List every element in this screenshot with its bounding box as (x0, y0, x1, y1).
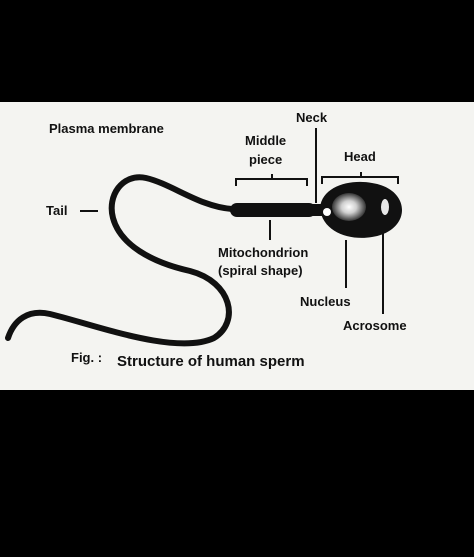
diagram-panel (0, 102, 474, 390)
top-black-band (0, 0, 474, 102)
label-middle-piece-line2: piece (249, 152, 282, 167)
centriole-dot (323, 208, 331, 216)
label-mitochondrion-line1: Mitochondrion (218, 245, 308, 260)
label-head: Head (344, 149, 376, 164)
label-middle-piece-line1: Middle (245, 133, 286, 148)
label-acrosome: Acrosome (343, 318, 407, 333)
label-plasma-membrane: Plasma membrane (49, 121, 164, 136)
head-brace (321, 172, 399, 184)
caption-text: Structure of human sperm (117, 353, 305, 370)
tail-flagellum (5, 174, 235, 347)
middle-piece-brace (235, 174, 308, 186)
label-neck: Neck (296, 110, 328, 125)
label-tail: Tail (46, 203, 67, 218)
caption-prefix: Fig. : (71, 350, 102, 365)
label-mitochondrion-line2: (spiral shape) (218, 263, 303, 278)
acrosome-shape (381, 199, 389, 215)
middle-piece (230, 203, 316, 217)
label-nucleus: Nucleus (300, 294, 351, 309)
bottom-black-band (0, 390, 474, 557)
nucleus-shape (332, 193, 366, 221)
